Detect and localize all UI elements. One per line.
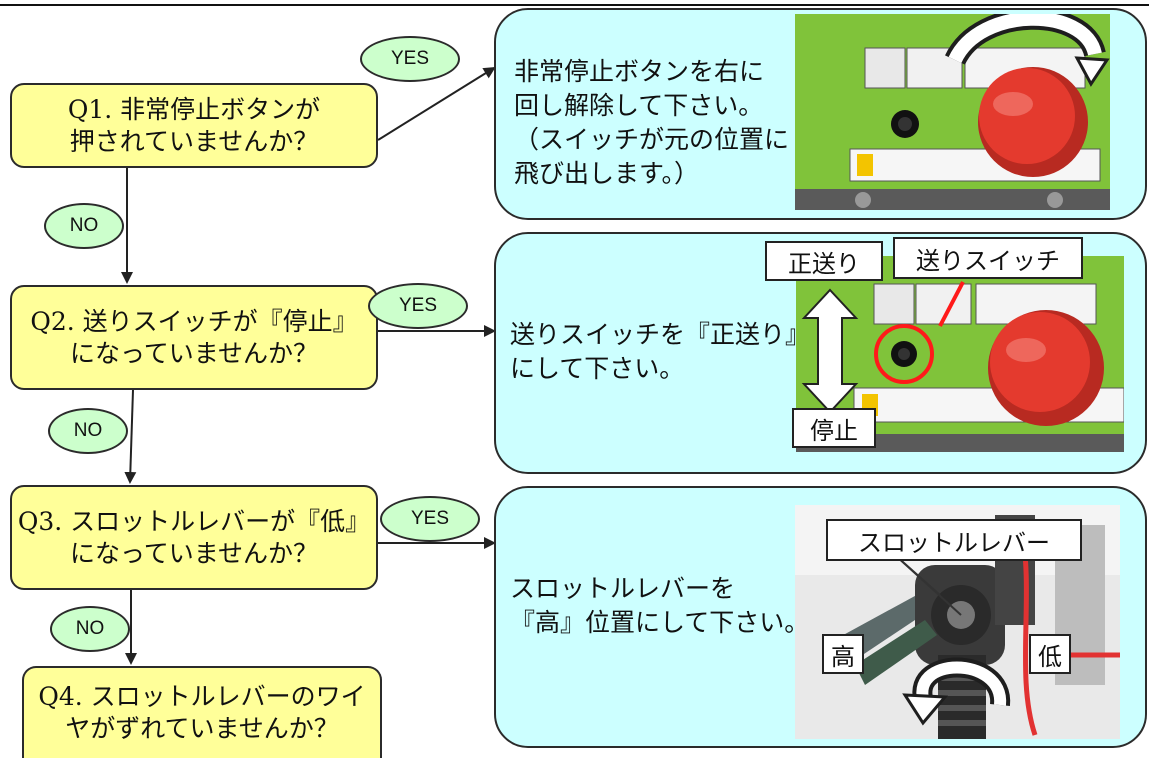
yes-badge-q1: YES	[360, 36, 460, 82]
question-q4: Q4. スロットルレバーのワイ ヤがずれていませんか？	[22, 666, 382, 758]
question-q1: Q1. 非常停止ボタンが 押されていませんか？	[10, 83, 378, 168]
answer-2-line1: 送りスイッチを『正送り』	[510, 320, 811, 349]
answer-2-line2: にして下さい。	[510, 354, 685, 383]
answer-1-text: 非常停止ボタンを右に 回し解除して下さい。 （スイッチが元の位置に 飛び出します…	[514, 55, 789, 191]
q1-line1: Q1. 非常停止ボタンが	[67, 94, 321, 124]
q4-line1: Q4. スロットルレバーのワイ	[38, 682, 366, 711]
q2-line2: になっていませんか？	[69, 338, 318, 368]
label-stop: 停止	[792, 408, 876, 448]
q3-line1: Q3. スロットルレバーが『低』	[17, 506, 371, 536]
photo-emergency-stop	[795, 14, 1110, 210]
answer-1-line4: 飛び出します。）	[514, 159, 700, 188]
answer-3-text: スロットルレバーを 『高』位置にして下さい。	[510, 572, 809, 640]
no-badge-q2: NO	[48, 408, 128, 454]
label-high: 高	[822, 634, 864, 674]
label-forward: 正送り	[765, 241, 883, 281]
answer-3-line2: 『高』位置にして下さい。	[510, 608, 810, 637]
answer-2-text: 送りスイッチを『正送り』 にして下さい。	[510, 318, 810, 386]
label-feed-switch: 送りスイッチ	[893, 237, 1083, 279]
answer-1-line2: 回し解除して下さい。	[514, 91, 764, 120]
yes-badge-q3: YES	[380, 496, 480, 542]
top-rule	[0, 4, 1149, 6]
q2-line1: Q2. 送りスイッチが『停止』	[30, 306, 358, 336]
label-low: 低	[1029, 634, 1071, 674]
yes-badge-q2: YES	[368, 283, 468, 329]
q1-line2: 押されていませんか？	[69, 126, 319, 156]
q4-line2: ヤがずれていませんか？	[65, 714, 339, 743]
answer-3-line1: スロットルレバーを	[510, 574, 736, 603]
no-arrow-q2	[124, 389, 137, 484]
no-badge-q1: NO	[44, 203, 124, 249]
question-q3: Q3. スロットルレバーが『低』 になっていませんか？	[10, 485, 378, 590]
label-throttle-lever: スロットルレバー	[826, 519, 1082, 561]
question-q2: Q2. 送りスイッチが『停止』 になっていませんか？	[10, 285, 378, 390]
answer-1-line3: （スイッチが元の位置に	[514, 125, 790, 154]
answer-1-line1: 非常停止ボタンを右に	[514, 57, 765, 86]
no-badge-q3: NO	[50, 606, 130, 652]
q3-line2: になっていませんか？	[69, 538, 318, 568]
